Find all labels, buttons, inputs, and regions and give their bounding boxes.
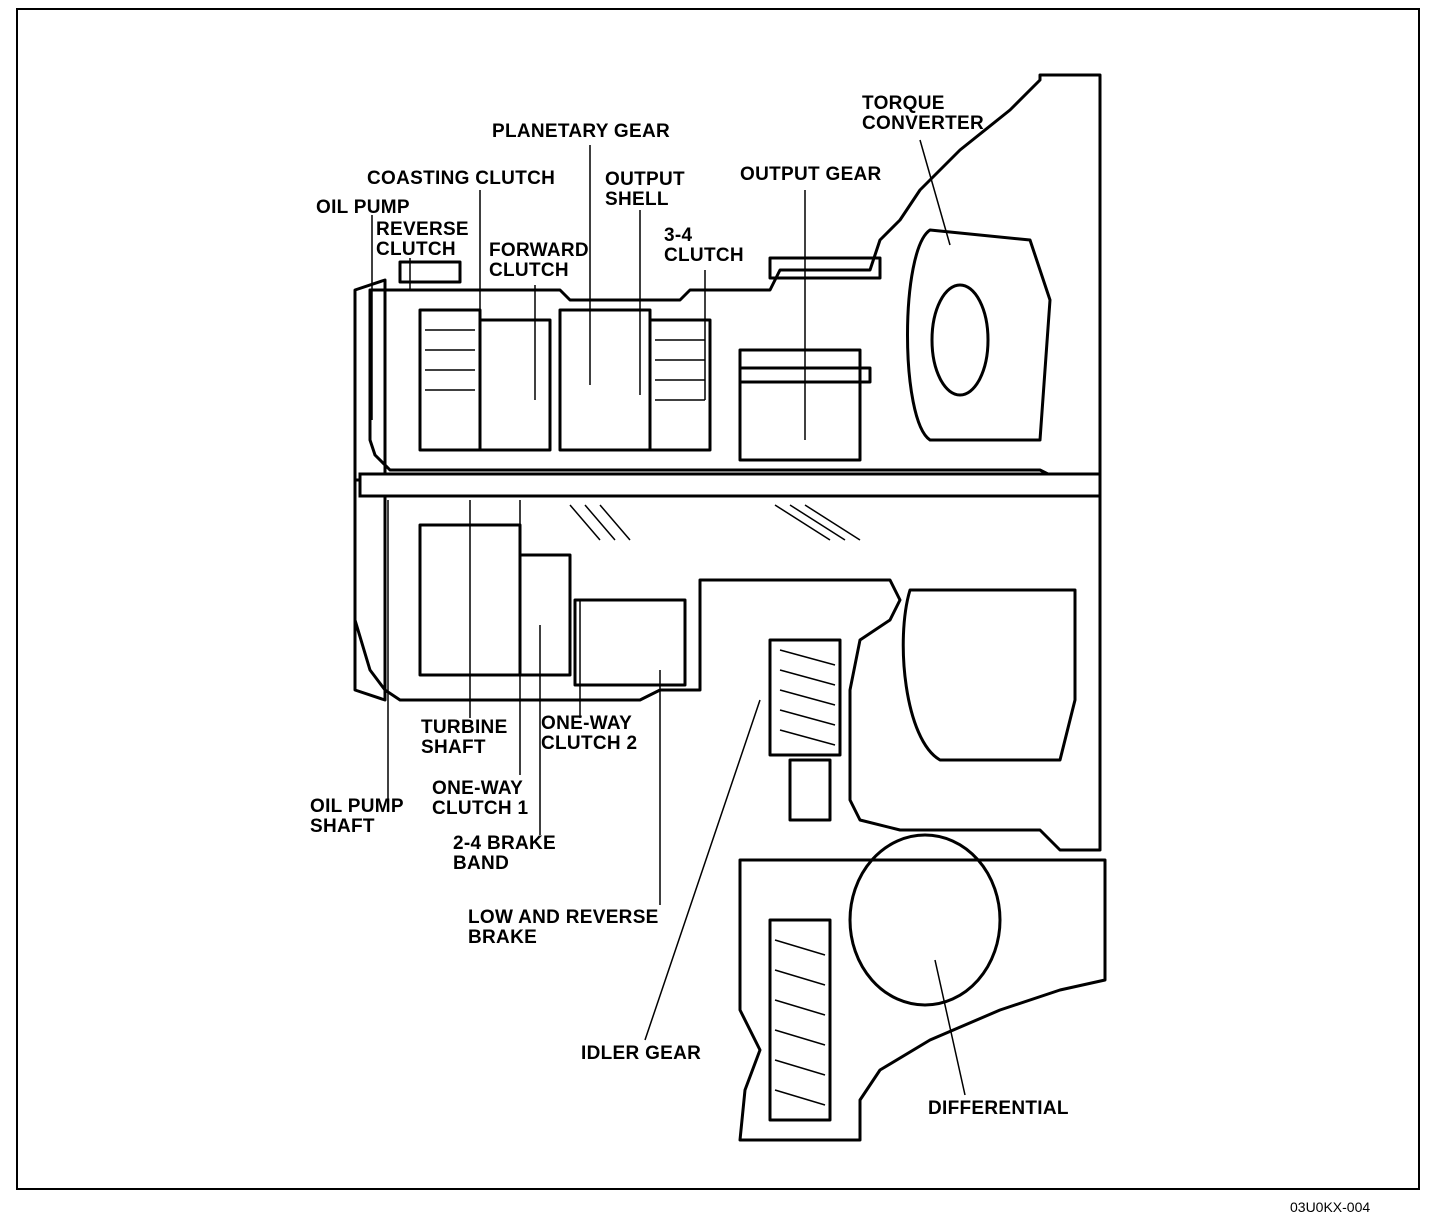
- final-gear-body: [768, 918, 832, 1122]
- clutch-3-4-pack: [648, 318, 712, 452]
- label-output-gear: OUTPUT GEAR: [740, 164, 882, 185]
- label-oil-pump: OIL PUMP: [316, 197, 410, 218]
- low-reverse-brake-pack: [573, 598, 687, 687]
- label-differential: DIFFERENTIAL: [928, 1098, 1069, 1119]
- label-idler-gear: IDLER GEAR: [581, 1043, 702, 1064]
- torque-converter-core: [930, 283, 990, 397]
- housing-upper-outline: [368, 73, 1102, 482]
- planetary-gear-body: [558, 308, 652, 452]
- forward-clutch-pack: [478, 318, 552, 452]
- leader-differential: [934, 959, 966, 1096]
- leader-torque-converter: [919, 139, 951, 246]
- converter-housing-lower: [901, 588, 1077, 762]
- differential-housing: [738, 858, 1107, 1142]
- figure-frame: [16, 8, 1420, 1190]
- idler-gear-body: [768, 638, 842, 757]
- differential-case: [848, 833, 1002, 1007]
- housing-lower-outline: [353, 478, 1102, 852]
- upper-bolt: [768, 256, 882, 280]
- idler-shaft-body: [788, 758, 832, 822]
- label-coasting-clutch: COASTING CLUTCH: [367, 168, 556, 189]
- brake-band-body: [518, 553, 572, 677]
- main-shaft: [358, 472, 1102, 498]
- figure-code: 03U0KX-004: [1290, 1199, 1371, 1215]
- label-planetary-gear: PLANETARY GEAR: [492, 121, 671, 142]
- output-gear-body: [738, 348, 862, 462]
- leader-idler-gear: [644, 699, 761, 1041]
- pump-bolt: [398, 260, 462, 284]
- reverse-clutch-pack: [418, 308, 482, 452]
- torque-converter-shape: [906, 228, 1052, 442]
- end-cover: [353, 278, 387, 702]
